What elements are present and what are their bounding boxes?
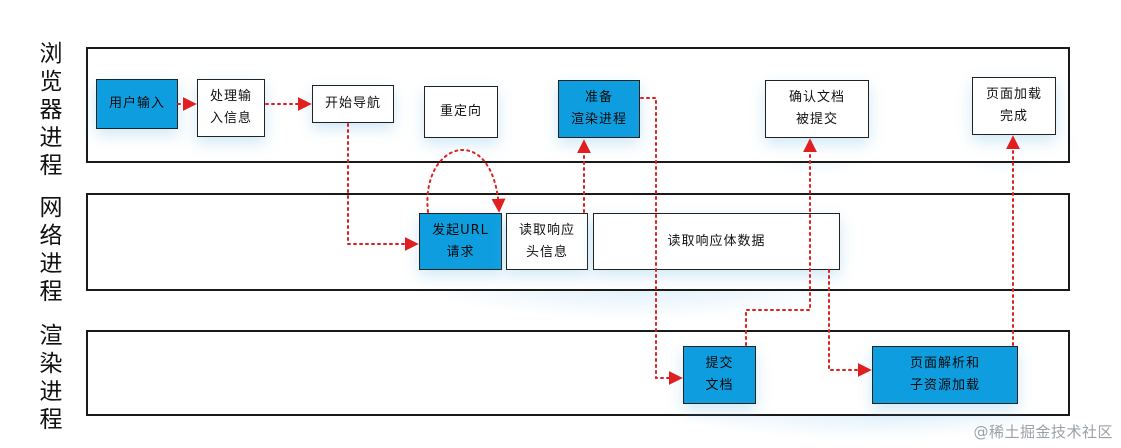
box-text: 文档 xyxy=(705,378,734,393)
watermark: @稀土掘金技术社区 xyxy=(973,423,1113,441)
box-text: 提交 xyxy=(705,356,734,371)
box-text: 渲染进程 xyxy=(570,112,627,127)
box-send-url-request: 发起URL 请求 xyxy=(419,213,502,270)
box-text: 读取响应 xyxy=(518,222,575,238)
box-text: 发起URL xyxy=(432,222,489,238)
box-text: 子资源加载 xyxy=(909,378,980,393)
lane-label-browser: 浏览器进程 xyxy=(39,41,63,179)
box-text: 确认文档 xyxy=(788,90,845,105)
box-text: 准备 xyxy=(584,90,613,105)
box-text: 用户输入 xyxy=(108,96,165,111)
box-page-load-complete: 页面加载 完成 xyxy=(972,77,1056,135)
box-text: 被提交 xyxy=(795,112,838,127)
box-prepare-renderer: 准备 渲染进程 xyxy=(558,80,640,138)
box-text: 完成 xyxy=(999,109,1028,124)
box-text: 开始导航 xyxy=(324,96,381,111)
box-parse-page: 页面解析和 子资源加载 xyxy=(872,346,1018,404)
box-process-input: 处理输 入信息 xyxy=(197,79,265,137)
box-submit-document: 提交 文档 xyxy=(683,346,756,404)
box-redirect: 重定向 xyxy=(424,86,498,138)
box-text: 页面解析和 xyxy=(909,356,980,371)
box-read-response-body: 读取响应体数据 xyxy=(593,213,840,270)
box-text: 页面加载 xyxy=(985,87,1042,102)
box-text: 读取响应体数据 xyxy=(667,233,766,249)
box-read-response-header: 读取响应 头信息 xyxy=(506,213,588,270)
box-text: 入信息 xyxy=(209,111,252,126)
lane-label-network: 网络进程 xyxy=(39,195,63,305)
lane-label-renderer: 渲染进程 xyxy=(39,323,63,433)
box-text: 重定向 xyxy=(439,104,482,119)
box-text: 请求 xyxy=(446,244,475,260)
box-user-input: 用户输入 xyxy=(96,79,178,129)
box-text: 头信息 xyxy=(525,244,568,260)
box-confirm-document: 确认文档 被提交 xyxy=(765,80,869,138)
box-start-navigation: 开始导航 xyxy=(312,85,394,123)
box-text: 处理输 xyxy=(209,89,252,104)
